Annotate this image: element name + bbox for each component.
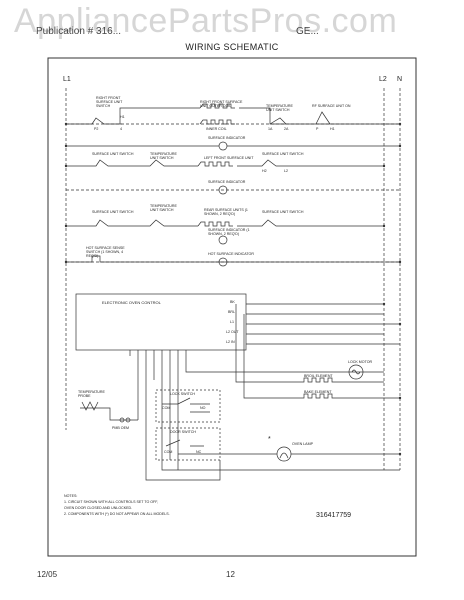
row3-switch: [66, 219, 120, 227]
row1-outer-coil: [199, 103, 235, 109]
row4-indicator-label: HOT SURFACE INDICATOR: [208, 252, 254, 256]
note-2: 2. COMPONENTS WITH (*) DO NOT APPEAR ON …: [64, 512, 170, 516]
row3-switch-label: SURFACE UNIT SWITCH: [92, 210, 134, 214]
lock-com: COM: [162, 406, 171, 410]
pin-brl: BRL: [228, 310, 235, 314]
watermark-text: AppliancePartsPros.com: [14, 2, 398, 40]
n-label: N: [397, 76, 403, 83]
row3-switch2: [237, 219, 384, 227]
row1-wire-top: [119, 107, 200, 124]
row1-2a: 2A: [284, 127, 289, 131]
row2-indicator-lamp: [218, 185, 228, 195]
l2-label: L2: [379, 76, 387, 83]
oven-control-box: [75, 293, 247, 351]
row2-switch2: [237, 159, 384, 167]
bake-element-symbol: [300, 393, 400, 399]
row1-temp-switch: [269, 117, 287, 125]
broil-element-symbol: [300, 377, 384, 383]
row2-l2: L2: [284, 169, 288, 173]
row2-indicator-label: SURFACE INDICATOR: [208, 180, 246, 184]
row2-element-label: LEFT FRONT SURFACE UNIT: [204, 156, 254, 160]
row1-temp-switch-label: TEMPERATURE UNIT SWITCH: [266, 104, 293, 112]
row2-temp-switch-label: TEMPERATURE UNIT SWITCH: [150, 152, 177, 160]
door-nc: NC: [196, 450, 202, 454]
row1-indicator-lamp: [218, 141, 228, 151]
lock-no: NO: [200, 406, 206, 410]
probe-symbol: [81, 401, 99, 411]
oven-lamp-symbol: [276, 446, 292, 462]
lock-switch-label: LOCK SWITCH: [170, 392, 195, 396]
row4-sense-switch-label: HOT SURFACE SENSE SWITCH (1 SHOWN, 4 REQ…: [86, 246, 125, 258]
header-left: Publication # 316...: [36, 26, 122, 37]
row1-element-label: RIGHT FRONT SURFACE UNIT OUTER COIL: [200, 100, 243, 108]
broil-element-label: BROIL ELEMENT: [304, 374, 333, 378]
row2-switch: [66, 159, 120, 167]
asterisk-mark: *: [268, 436, 271, 443]
l1-label: L1: [63, 76, 71, 83]
row1-rf-switch-label: RF SURFACE UNIT ON: [312, 104, 351, 108]
row3-indicator-label: SURFACE INDICATOR (1 SHOWN, 2 REQ'D): [208, 228, 250, 236]
note-1b: OVEN DOOR CLOSED AND UNLOCKED.: [64, 506, 133, 510]
row3-indicator-lamp: [218, 235, 228, 245]
pin-l2-in: L2 IN: [226, 340, 235, 344]
row1-4: 4: [120, 127, 122, 131]
row1-p: P: [316, 127, 319, 131]
row3-element-label: REAR SURFACE UNITS (1 SHOWN, 2 REQ'D): [204, 208, 248, 216]
pin-bk: BK: [230, 300, 235, 304]
row2-switch-label: SURFACE UNIT SWITCH: [92, 152, 134, 156]
row3-temp-switch: [120, 219, 198, 227]
row1-switch: [66, 117, 122, 125]
row2-temp-switch: [120, 159, 198, 167]
door-com: COM: [164, 450, 173, 454]
row1-rf-switch: [315, 111, 331, 125]
row1-1a: 1A: [268, 127, 273, 131]
footer-date: 12/05: [37, 570, 58, 579]
pmb-label: PMB OEM: [112, 426, 129, 430]
lock-motor-symbol: [348, 364, 364, 380]
row1-switch-label: RIGHT FRONT SURFACE UNIT SWITCH: [96, 96, 123, 108]
door-switch-label: DOOR SWITCH: [170, 430, 196, 434]
lock-motor-label: LOCK MOTOR: [348, 360, 373, 364]
row1-h1b: H1: [330, 127, 335, 131]
probe-label: TEMPERATURE PROBE: [78, 390, 105, 398]
oven-lamp-label: OVEN LAMP: [292, 442, 313, 446]
pin-l2-out: L2 OUT: [226, 330, 239, 334]
watermark: AppliancePartsPros.com: [0, 0, 464, 46]
part-number: 316417759: [316, 512, 352, 519]
row1-h1: H1: [120, 115, 125, 119]
schematic-frame: [47, 57, 417, 557]
door-switch-box: [155, 427, 221, 461]
footer-page-number: 12: [226, 570, 235, 579]
row1-p2: P2: [94, 127, 99, 131]
row1-inner-coil: [199, 119, 235, 125]
lock-switch-box: [155, 389, 221, 423]
row2-element: [197, 161, 233, 167]
notes-heading: NOTES:: [64, 494, 78, 498]
pin-l1: L1: [230, 320, 234, 324]
bake-element-label: BAKE ELEMENT: [304, 390, 332, 394]
row4-indicator-lamp: [218, 257, 228, 267]
page-title: WIRING SCHEMATIC: [185, 42, 279, 52]
row1-inner-coil-label: INNER COIL: [206, 127, 227, 131]
note-1: 1. CIRCUIT SHOWN WITH ALL CONTROLS SET T…: [64, 500, 159, 504]
header-right: GE...: [296, 26, 319, 37]
row3-temp-switch-label: TEMPERATURE UNIT SWITCH: [150, 204, 177, 212]
row3-element: [197, 221, 233, 227]
row3-switch2-label: SURFACE UNIT SWITCH: [262, 210, 304, 214]
row4-sense-switch: [66, 255, 400, 263]
row2-switch2-label: SURFACE UNIT SWITCH: [262, 152, 304, 156]
row1-indicator-label: SURFACE INDICATOR: [208, 136, 246, 140]
row2-h2: H2: [262, 169, 267, 173]
oven-control-title: ELECTRONIC OVEN CONTROL: [102, 300, 161, 305]
